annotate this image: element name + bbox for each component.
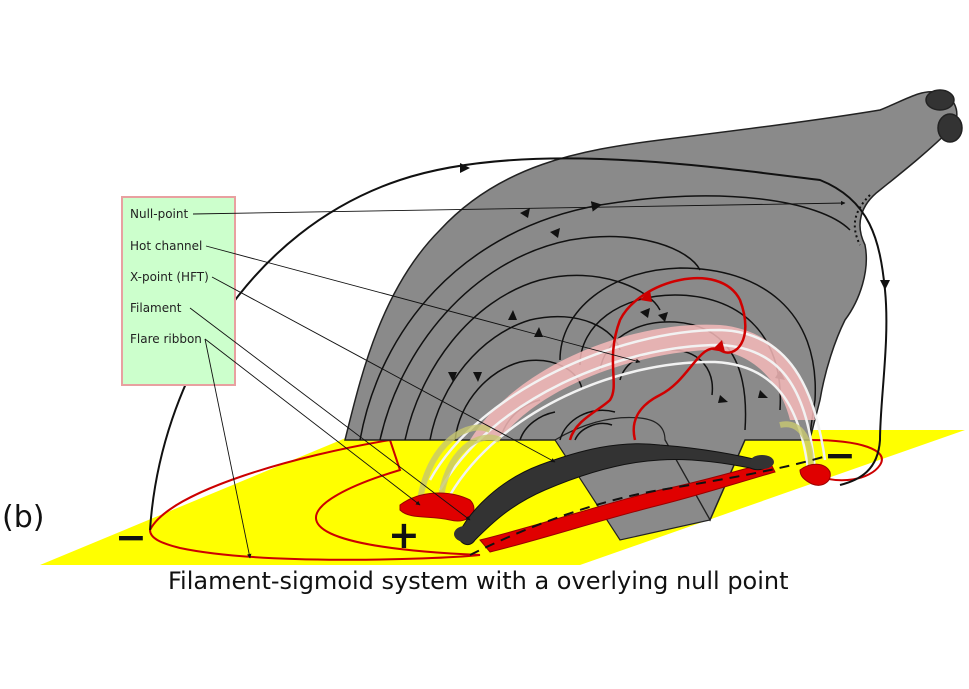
red-arrow-2 <box>712 340 725 352</box>
outer-arrow-top <box>460 163 470 173</box>
legend-flare-ribbon: Flare ribbon <box>130 332 202 346</box>
polarity-right: − <box>824 433 856 477</box>
hot-channel-lines <box>428 328 827 496</box>
x-point-red-line <box>568 277 747 441</box>
filament-footpoint-right <box>750 455 774 469</box>
figure-caption: Filament-sigmoid system with a overlying… <box>168 567 789 595</box>
polarity-center: + <box>388 513 420 557</box>
flare-ribbons <box>399 461 831 553</box>
outer-arrow-right <box>880 280 890 290</box>
legend-filament: Filament <box>130 301 182 315</box>
null-point-dotted <box>853 194 871 246</box>
tube-opening-2 <box>937 113 963 143</box>
legend-hot-channel: Hot channel <box>130 239 202 253</box>
legend-box <box>121 196 236 386</box>
overlying-field-line <box>149 157 888 531</box>
panel-label: (b) <box>2 500 44 535</box>
filament-footpoint-left <box>454 526 476 542</box>
red-arrow-1 <box>640 290 652 302</box>
flare-ribbon-boundary <box>148 438 481 561</box>
field-line-arrows <box>448 208 785 403</box>
tube-opening-1 <box>925 89 955 111</box>
legend-null-point: Null-point <box>130 207 188 221</box>
polarity-left: − <box>115 515 147 559</box>
flare-ribbon-boundary-right <box>809 439 883 482</box>
legend-leader-lines <box>189 200 846 559</box>
hot-channel <box>470 324 815 440</box>
filament <box>457 443 767 546</box>
legend-x-point: X-point (HFT) <box>130 270 209 284</box>
flux-rope-front-cut <box>554 416 711 541</box>
